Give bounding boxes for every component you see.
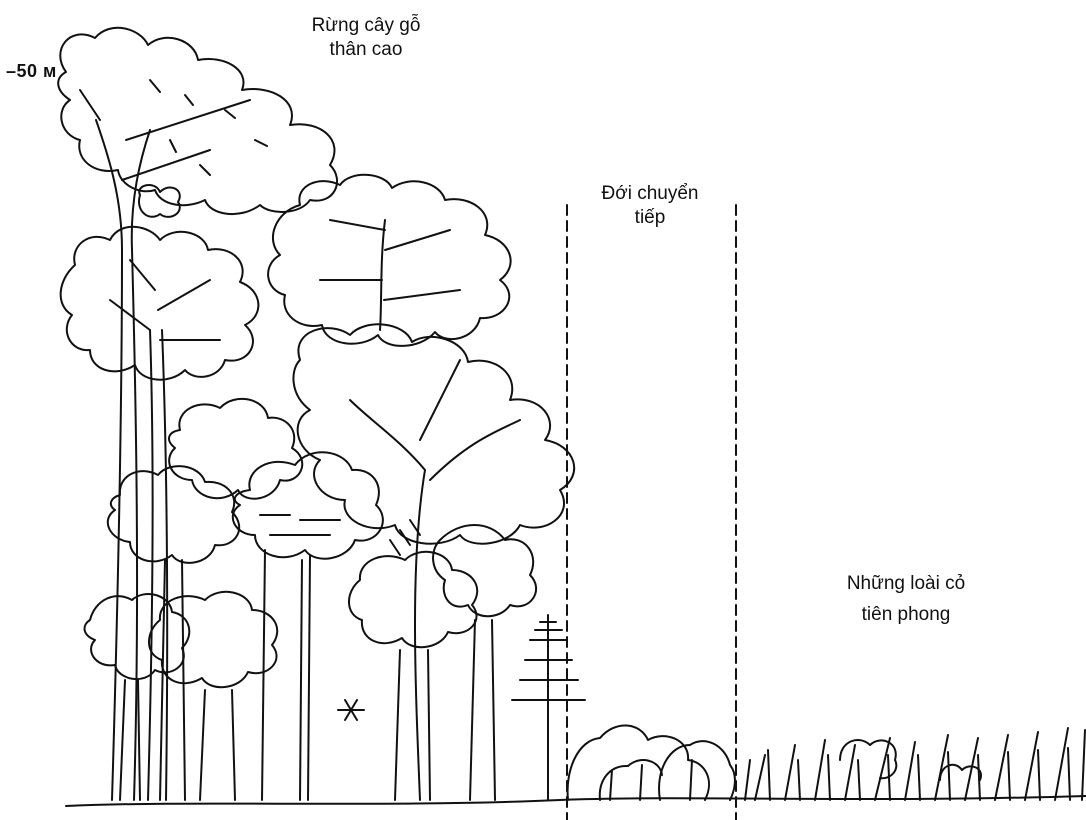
pioneer-label-line-1: Những loài cỏ	[816, 568, 996, 599]
pioneer-species-label: Những loài cỏ tiên phong	[816, 568, 996, 630]
forest-label-line-2: thân cao	[296, 38, 436, 62]
height-scale-label: –50 м	[6, 61, 57, 82]
transition-label-line-1: Đới chuyển	[580, 182, 720, 206]
tall-slender-trees	[233, 452, 383, 800]
ground-line	[66, 796, 1086, 806]
pioneer-grasses	[745, 728, 1085, 800]
forest-label-line-1: Rừng cây gỗ	[296, 14, 436, 38]
emergent-tree	[58, 28, 337, 800]
center-upper-tree	[268, 175, 511, 346]
transition-zone-label: Đới chuyển tiếp	[580, 182, 720, 230]
understory-crowns	[149, 525, 536, 800]
pioneer-label-line-2: tiên phong	[816, 599, 996, 630]
transition-label-line-2: tiếp	[580, 206, 720, 230]
transition-shrubs	[568, 725, 735, 800]
epiphytes	[139, 185, 420, 720]
conifer-tree	[512, 615, 585, 800]
forest-label: Rừng cây gỗ thân cao	[296, 14, 436, 62]
left-canopy-tree	[61, 227, 259, 800]
